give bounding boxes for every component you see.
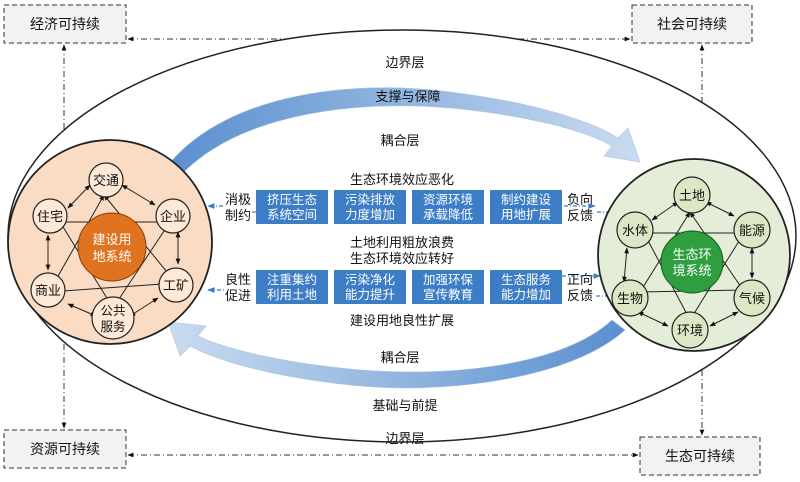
corner-ecological-label: 生态可持续 [665,448,735,465]
bottom-box-2-line2: 能力提升 [345,287,395,302]
node-industry [158,267,194,303]
top-box-1-line1: 挤压生态 [267,192,317,207]
positive-feedback-line2: 反馈 [567,289,593,304]
top-box-2-line2: 力度增加 [345,207,395,222]
boundary-layer-top: 边界层 [385,56,424,71]
top-box-4-line1: 制约建设 [501,192,552,207]
bottom-box-4-line1: 生态服务 [501,272,551,287]
coupling-layer-top: 耦合层 [380,134,419,149]
node-public-label-line1: 公共 [100,303,125,318]
node-commerce [30,272,66,308]
corner-box-economic: 经济可持续 [3,4,127,44]
bottom-box-4 [490,270,562,304]
bottom-box-3-line1: 加强环保 [423,272,474,287]
corner-box-resource: 资源可持续 [3,429,127,469]
top-box-4-line2: 用地扩展 [501,207,551,222]
worse-effect-label: 生态环境效应恶化 [350,172,454,188]
extensive-waste-label: 土地利用粗放浪费 [350,236,454,251]
coupling-layer-bottom: 耦合层 [380,351,419,366]
bottom-box-1 [256,270,328,304]
top-box-3-line2: 承载降低 [423,207,474,222]
top-box-2-line1: 污染排放 [345,192,396,207]
node-land [673,176,711,214]
benign-promotion-line1: 良性 [225,272,251,288]
node-energy-label: 能源 [739,224,765,239]
left-nodes [30,162,194,340]
eco-core-line1: 生态环 [672,248,711,263]
construction-core-line1: 建设用 [92,233,131,248]
node-public-label-line2: 服务 [100,319,125,334]
positive-feedback-line1: 正向 [567,272,593,288]
bottom-box-3-line2: 宣传教育 [423,287,473,302]
bottom-box-2 [334,270,406,304]
node-climate-label: 气候 [739,291,765,307]
better-effect-label: 生态环境效应转好 [350,251,454,267]
boundary-layer-bottom: 边界层 [385,432,424,447]
negative-constraint-line2: 制约 [225,209,251,224]
node-organism-label: 生物 [617,292,643,307]
node-transport-label: 交通 [93,173,119,189]
node-enterprise-label: 企业 [160,209,186,225]
top-box-2 [334,190,406,224]
bottom-row-boxes: 注重集约 利用土地 污染净化 能力提升 加强环保 宣传教育 生态服务 能力增加 [256,270,562,304]
support-label: 支撑与保障 [375,90,440,105]
corner-box-social: 社会可持续 [631,4,753,44]
node-organism [611,279,649,317]
foundation-label: 基础与前提 [372,398,437,414]
node-enterprise [155,198,191,234]
benign-expansion-label: 建设用地良性扩展 [350,313,454,329]
node-water [616,211,654,249]
top-row-boxes: 挤压生态 系统空间 污染排放 力度增加 资源环境 承载降低 制约建设 用地扩展 [256,190,562,224]
eco-core-line2: 境系统 [672,264,711,279]
construction-core-line2: 地系统 [92,250,131,265]
node-climate [733,279,771,317]
node-water-label: 水体 [622,224,648,239]
bottom-box-3 [412,270,484,304]
negative-feedback-line2: 反馈 [567,209,593,224]
node-residence [32,198,68,234]
node-energy [733,211,771,249]
node-industry-label: 工矿 [163,279,189,294]
corner-economic-label: 经济可持续 [30,16,100,33]
top-box-3-line1: 资源环境 [423,192,473,207]
corner-resource-label: 资源可持续 [30,441,100,458]
right-nodes [611,176,771,349]
top-box-1 [256,190,328,224]
node-commerce-label: 商业 [35,284,61,299]
bottom-box-1-line1: 注重集约 [267,272,317,287]
benign-promotion-line2: 促进 [225,289,251,304]
support-curved-arrow [167,87,641,177]
corner-social-label: 社会可持续 [657,16,727,33]
node-environment [671,311,709,349]
top-box-4 [490,190,562,224]
node-environment-label: 环境 [677,324,703,339]
node-public-service [91,296,135,340]
node-land-label: 土地 [679,189,705,204]
negative-constraint-line1: 消极 [225,193,251,208]
top-box-1-line2: 系统空间 [267,207,317,222]
top-box-3 [412,190,484,224]
node-transport [88,162,124,198]
eco-environment-core [660,230,724,294]
corner-box-ecological: 生态可持续 [639,436,761,476]
bottom-box-1-line2: 利用土地 [267,287,318,302]
bottom-box-4-line2: 能力增加 [501,287,551,302]
bottom-box-2-line1: 污染净化 [345,272,396,287]
construction-land-core [77,212,147,282]
node-residence-label: 住宅 [37,210,63,225]
negative-feedback-line1: 负向 [567,192,593,208]
